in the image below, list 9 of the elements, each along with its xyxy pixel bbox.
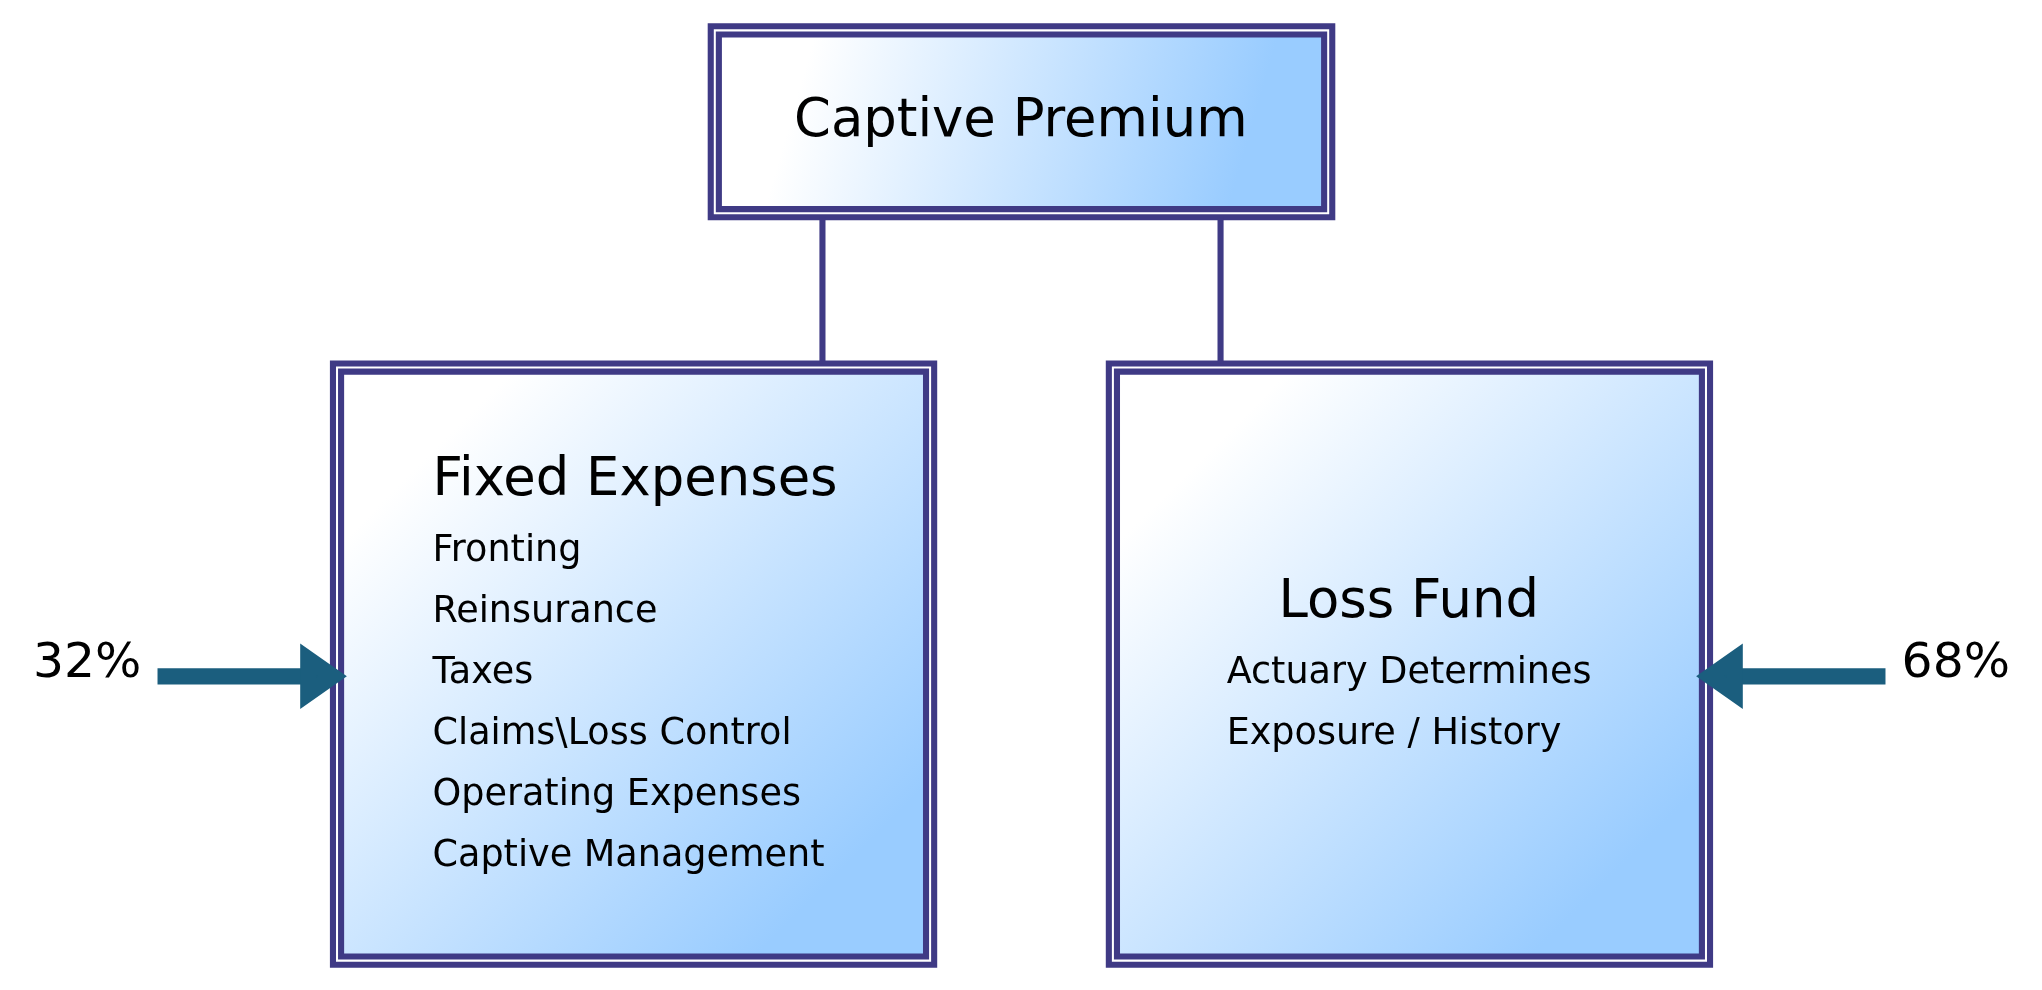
connector	[1217, 217, 1224, 363]
arrow	[1695, 643, 1885, 709]
node-box: Fixed Expenses Fronting Reinsurance Taxes Claims\Loss Control Operating Expenses Captive Management	[329, 359, 937, 968]
node-box: Loss Fund Actuary Determines Exposure / History	[1105, 359, 1713, 968]
node-text: 32%	[32, 631, 141, 688]
connector	[818, 217, 825, 363]
arrow	[157, 643, 347, 709]
node-box: Captive Premium	[707, 22, 1335, 220]
node-text: 68%	[1901, 631, 2010, 688]
